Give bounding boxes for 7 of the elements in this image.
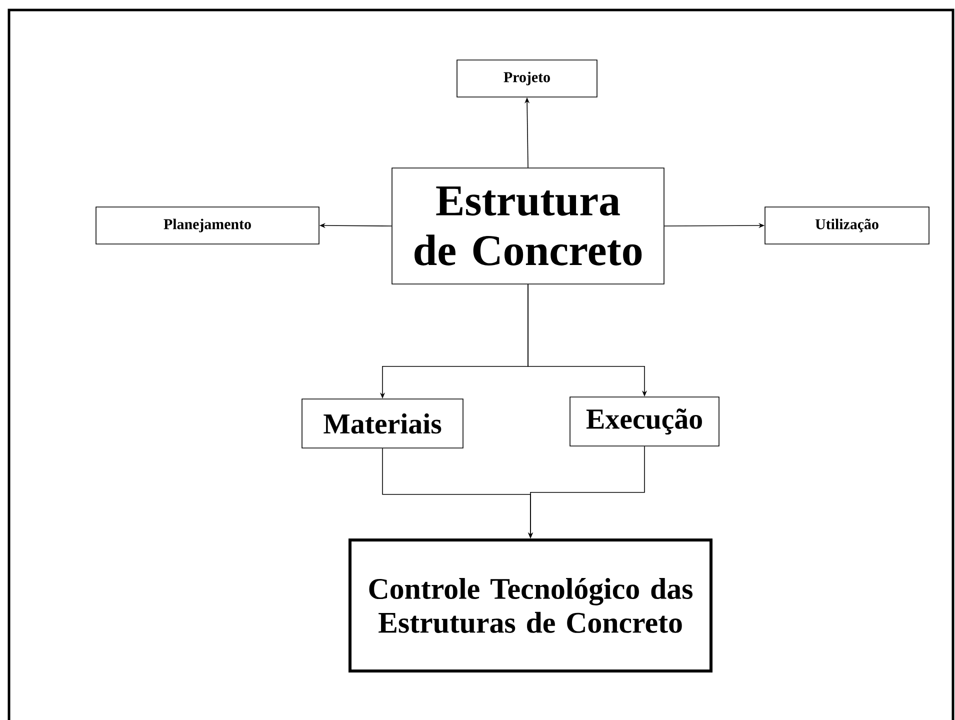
process-box: Materiais bbox=[302, 398, 464, 448]
process-box: Utilização bbox=[764, 206, 930, 244]
process-box: Projeto bbox=[456, 60, 598, 98]
process-box: Execução bbox=[570, 396, 720, 446]
process-box: Planejamento bbox=[96, 206, 320, 244]
main-box: Estrutura de Concreto bbox=[392, 168, 664, 284]
result-box: Controle Tecnológico das Estruturas de Concreto bbox=[348, 538, 712, 672]
